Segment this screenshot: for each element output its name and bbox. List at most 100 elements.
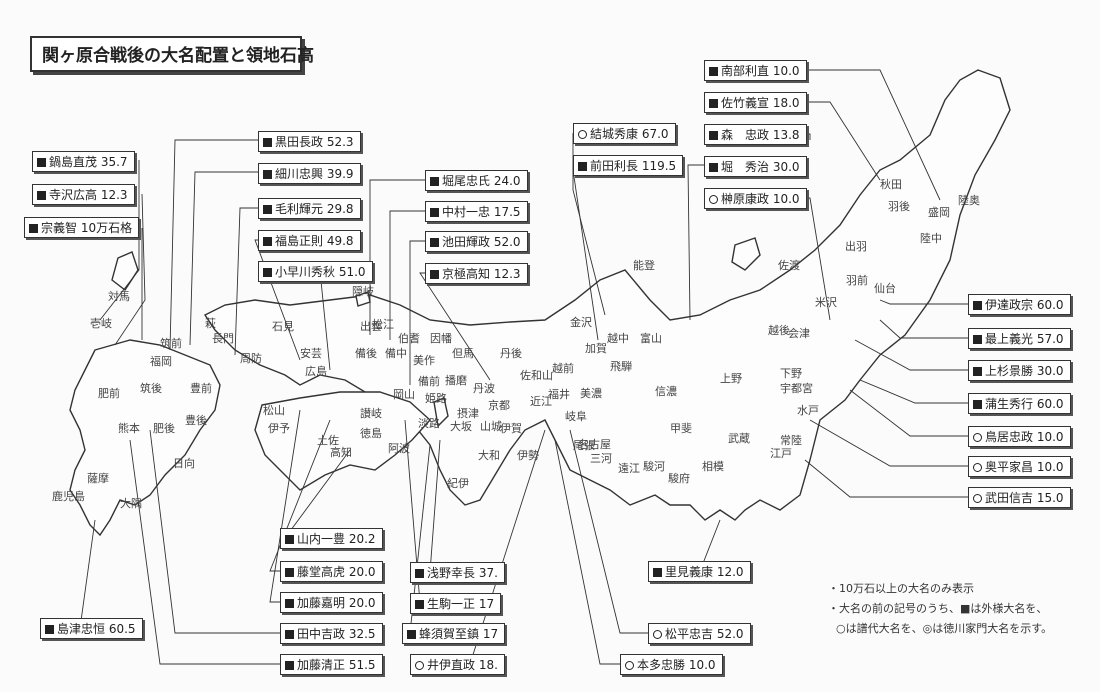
province-label: 美作 bbox=[413, 354, 435, 367]
daimyo-label: 本多忠勝 10.0 bbox=[620, 654, 723, 675]
daimyo-mark bbox=[285, 599, 294, 608]
daimyo-mark bbox=[430, 177, 439, 186]
city-label: 佐和山 bbox=[520, 369, 553, 382]
province-label: 加賀 bbox=[585, 342, 607, 355]
daimyo-name: 細川忠興 39.9 bbox=[275, 167, 354, 181]
province-label: 越中 bbox=[607, 332, 629, 345]
province-label: 越前 bbox=[552, 362, 574, 375]
daimyo-name: 里見義康 12.0 bbox=[665, 565, 744, 579]
daimyo-label: 毛利輝元 29.8 bbox=[258, 198, 361, 219]
province-label: 近江 bbox=[530, 395, 552, 408]
daimyo-mark bbox=[263, 205, 272, 214]
daimyo-mark bbox=[578, 130, 587, 139]
daimyo-label: 宗義智 10万石格 bbox=[24, 217, 140, 238]
province-label: 豊前 bbox=[190, 382, 212, 395]
province-label: 大隅 bbox=[120, 497, 142, 510]
city-label: 松山 bbox=[263, 404, 285, 417]
daimyo-name: 福島正則 49.8 bbox=[275, 234, 354, 248]
daimyo-label: 小早川秀秋 51.0 bbox=[258, 261, 373, 282]
city-label: 福井 bbox=[548, 388, 570, 401]
daimyo-mark bbox=[709, 163, 718, 172]
daimyo-name: 結城秀康 67.0 bbox=[590, 127, 669, 141]
daimyo-name: 蒲生秀行 60.0 bbox=[985, 397, 1064, 411]
province-label: 三河 bbox=[590, 452, 612, 465]
daimyo-label: 南部利直 10.0 bbox=[704, 60, 807, 81]
province-label: 隠岐 bbox=[352, 285, 374, 298]
daimyo-label: 堀尾忠氏 24.0 bbox=[425, 170, 528, 191]
sado-outline bbox=[731, 237, 761, 271]
daimyo-name: 池田輝政 52.0 bbox=[442, 235, 521, 249]
city-label: 岐阜 bbox=[565, 410, 587, 423]
daimyo-mark bbox=[37, 158, 46, 167]
daimyo-label: 細川忠興 39.9 bbox=[258, 163, 361, 184]
daimyo-mark bbox=[263, 138, 272, 147]
province-label: 大和 bbox=[478, 449, 500, 462]
province-label: 淡路 bbox=[418, 417, 440, 430]
daimyo-name: 寺沢広高 12.3 bbox=[49, 188, 128, 202]
daimyo-mark bbox=[263, 237, 272, 246]
daimyo-name: 奥平家昌 10.0 bbox=[985, 460, 1064, 474]
city-label: 岡山 bbox=[393, 388, 415, 401]
daimyo-label: 蜂須賀至鎮 17 bbox=[402, 623, 506, 644]
province-label: 飛騨 bbox=[610, 360, 632, 373]
province-label: 陸奥 bbox=[958, 194, 980, 207]
daimyo-name: 田中吉政 32.5 bbox=[297, 627, 376, 641]
province-label: 武蔵 bbox=[728, 432, 750, 445]
daimyo-mark bbox=[37, 191, 46, 200]
province-label: 佐渡 bbox=[778, 259, 800, 272]
daimyo-name: 浅野幸長 37. bbox=[427, 566, 498, 580]
city-label: 江戸 bbox=[770, 447, 792, 460]
daimyo-mark bbox=[653, 568, 662, 577]
city-label: 富山 bbox=[640, 332, 662, 345]
daimyo-mark bbox=[415, 569, 424, 578]
daimyo-mark bbox=[285, 535, 294, 544]
province-label: 上野 bbox=[720, 372, 742, 385]
daimyo-mark bbox=[578, 162, 587, 171]
province-label: 周防 bbox=[240, 352, 262, 365]
daimyo-mark bbox=[29, 224, 38, 233]
city-label: 大坂 bbox=[450, 420, 472, 433]
daimyo-mark bbox=[430, 238, 439, 247]
city-label: 駿府 bbox=[668, 472, 690, 485]
daimyo-mark bbox=[285, 630, 294, 639]
daimyo-label: 堀 秀治 30.0 bbox=[704, 156, 807, 177]
province-label: 尾張 bbox=[573, 439, 595, 452]
daimyo-name: 毛利輝元 29.8 bbox=[275, 202, 354, 216]
province-label: 阿波 bbox=[388, 442, 410, 455]
daimyo-name: 榊原康政 10.0 bbox=[721, 192, 800, 206]
daimyo-name: 松平忠吉 52.0 bbox=[665, 627, 744, 641]
daimyo-name: 井伊直政 18. bbox=[427, 658, 498, 672]
daimyo-label: 寺沢広高 12.3 bbox=[32, 184, 135, 205]
daimyo-mark bbox=[973, 367, 982, 376]
daimyo-label: 伊達政宗 60.0 bbox=[968, 294, 1071, 315]
province-label: 伊予 bbox=[268, 422, 290, 435]
daimyo-mark bbox=[653, 630, 662, 639]
daimyo-mark bbox=[430, 208, 439, 217]
daimyo-mark bbox=[709, 99, 718, 108]
province-label: 薩摩 bbox=[87, 472, 109, 485]
daimyo-label: 井伊直政 18. bbox=[410, 654, 505, 675]
daimyo-label: 山内一豊 20.2 bbox=[280, 528, 383, 549]
daimyo-label: 生駒一正 17 bbox=[410, 593, 502, 614]
daimyo-label: 黒田長政 52.3 bbox=[258, 131, 361, 152]
province-label: 長門 bbox=[212, 332, 234, 345]
daimyo-mark bbox=[973, 494, 982, 503]
daimyo-mark bbox=[430, 270, 439, 279]
city-label: 宇都宮 bbox=[780, 382, 813, 395]
province-label: 豊後 bbox=[185, 414, 207, 427]
daimyo-label: 鳥居忠政 10.0 bbox=[968, 426, 1071, 447]
daimyo-name: 堀尾忠氏 24.0 bbox=[442, 174, 521, 188]
daimyo-label: 佐竹義宣 18.0 bbox=[704, 92, 807, 113]
daimyo-name: 藤堂高虎 20.0 bbox=[297, 565, 376, 579]
tsushima-outline bbox=[111, 251, 139, 292]
daimyo-label: 榊原康政 10.0 bbox=[704, 188, 807, 209]
daimyo-name: 武田信吉 15.0 bbox=[985, 491, 1064, 505]
province-label: 伯耆 bbox=[398, 332, 420, 345]
daimyo-label: 福島正則 49.8 bbox=[258, 230, 361, 251]
daimyo-label: 鍋島直茂 35.7 bbox=[32, 151, 135, 172]
daimyo-label: 松平忠吉 52.0 bbox=[648, 623, 751, 644]
daimyo-mark bbox=[407, 630, 416, 639]
daimyo-name: 伊達政宗 60.0 bbox=[985, 298, 1064, 312]
daimyo-name: 鳥居忠政 10.0 bbox=[985, 430, 1064, 444]
